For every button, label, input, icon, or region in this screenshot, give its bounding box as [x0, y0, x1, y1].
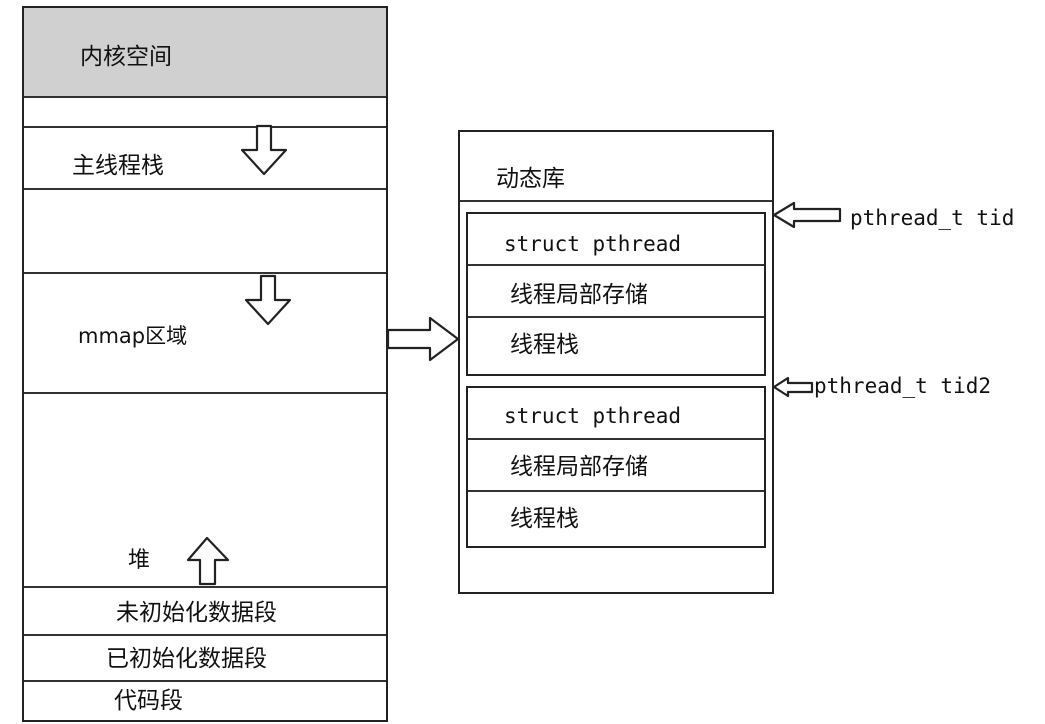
divider [468, 490, 764, 492]
divider [24, 96, 386, 98]
divider [24, 586, 386, 588]
text-segment-label: 代码段 [114, 688, 183, 714]
thread2-block [466, 386, 766, 548]
process-address-space [22, 6, 388, 722]
bss-segment-label: 未初始化数据段 [116, 600, 277, 626]
divider [24, 272, 386, 274]
dynamic-library-label: 动态库 [496, 166, 565, 192]
thread1-tls-label: 线程局部存储 [510, 282, 648, 308]
tid2-pointer-arrow [772, 376, 814, 398]
mmap-to-dynamic-lib-arrow [386, 316, 460, 362]
tid2-pointer-label: pthread_t tid2 [814, 374, 992, 398]
heap-grows-up-arrow [186, 536, 230, 586]
thread1-struct-pthread: struct pthread [504, 232, 682, 256]
tid-pointer-label: pthread_t tid [850, 206, 1015, 230]
thread2-stack-label: 线程栈 [510, 506, 579, 532]
divider [24, 392, 386, 394]
divider [24, 188, 386, 190]
mmap-grows-down-arrow [244, 274, 292, 326]
kernel-space-label: 内核空间 [80, 44, 172, 70]
data-segment-label: 已初始化数据段 [106, 646, 267, 672]
main-thread-stack-label: 主线程栈 [72, 153, 164, 179]
divider [24, 634, 386, 636]
thread2-tls-label: 线程局部存储 [510, 454, 648, 480]
kernel-space-block [24, 8, 386, 96]
thread1-block [466, 212, 766, 376]
divider [468, 438, 764, 440]
thread2-struct-pthread: struct pthread [504, 404, 682, 428]
stack-grows-down-arrow [240, 124, 288, 176]
tid-pointer-arrow [772, 201, 842, 229]
divider [24, 126, 386, 128]
divider [460, 200, 772, 202]
thread1-stack-label: 线程栈 [510, 332, 579, 358]
divider [468, 316, 764, 318]
divider [468, 264, 764, 266]
mmap-region-label: mmap区域 [78, 324, 188, 348]
heap-label: 堆 [128, 548, 151, 573]
divider [24, 680, 386, 682]
